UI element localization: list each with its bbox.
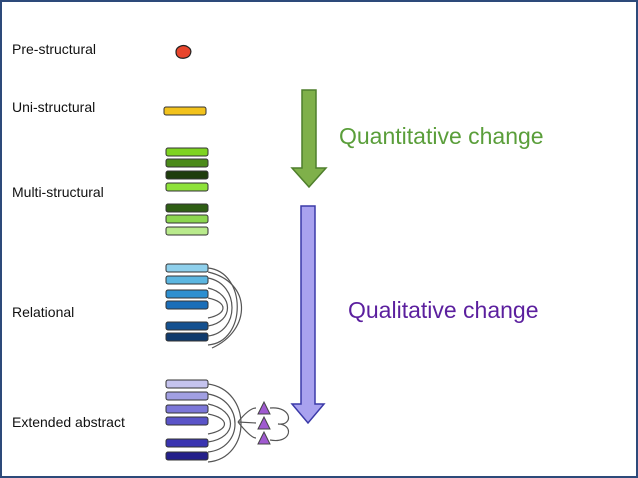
multi-structural-bars (165, 147, 209, 236)
extended-abstract-bar-4 (165, 416, 209, 426)
extended-abstract-triangles (257, 400, 271, 445)
quantitative-arrow (290, 89, 328, 189)
extended-abstract-bar-5 (165, 438, 209, 448)
level-label-relational: Relational (12, 304, 75, 320)
level-label-pre-structural: Pre-structural (12, 41, 97, 57)
relational-bar-4 (165, 300, 209, 310)
quantitative-change-label: Quantitative change (339, 123, 544, 149)
extended-abstract-arcs (207, 383, 289, 463)
relational-bar-3 (165, 289, 209, 299)
qualitative-change-label: Qualitative change (348, 297, 539, 323)
multi-structural-bar-4 (165, 182, 209, 192)
multi-structural-bar-1 (165, 147, 209, 157)
level-label-extended-abstract: Extended abstract (12, 414, 125, 430)
relational-bar-5 (165, 321, 209, 331)
pre-structural-blob (175, 45, 192, 59)
level-label-uni-structural: Uni-structural (12, 99, 96, 115)
extended-abstract-bar-2 (165, 391, 209, 401)
extended-abstract-bar-1 (165, 379, 209, 389)
extended-abstract-bars (165, 379, 209, 461)
extended-abstract-bar-6 (165, 451, 209, 461)
relational-bars (165, 263, 209, 342)
multi-structural-bar-5 (165, 203, 209, 213)
relational-bar-6 (165, 332, 209, 342)
multi-structural-bar-7 (165, 226, 209, 236)
level-label-multi-structural: Multi-structural (12, 184, 104, 200)
multi-structural-bar-3 (165, 170, 209, 180)
relational-arcs (207, 267, 243, 349)
uni-structural-bar (163, 106, 207, 116)
multi-structural-bar-2 (165, 158, 209, 168)
relational-bar-2 (165, 275, 209, 285)
relational-bar-1 (165, 263, 209, 273)
extended-abstract-bar-3 (165, 404, 209, 414)
qualitative-arrow (290, 205, 326, 425)
multi-structural-bar-6 (165, 214, 209, 224)
